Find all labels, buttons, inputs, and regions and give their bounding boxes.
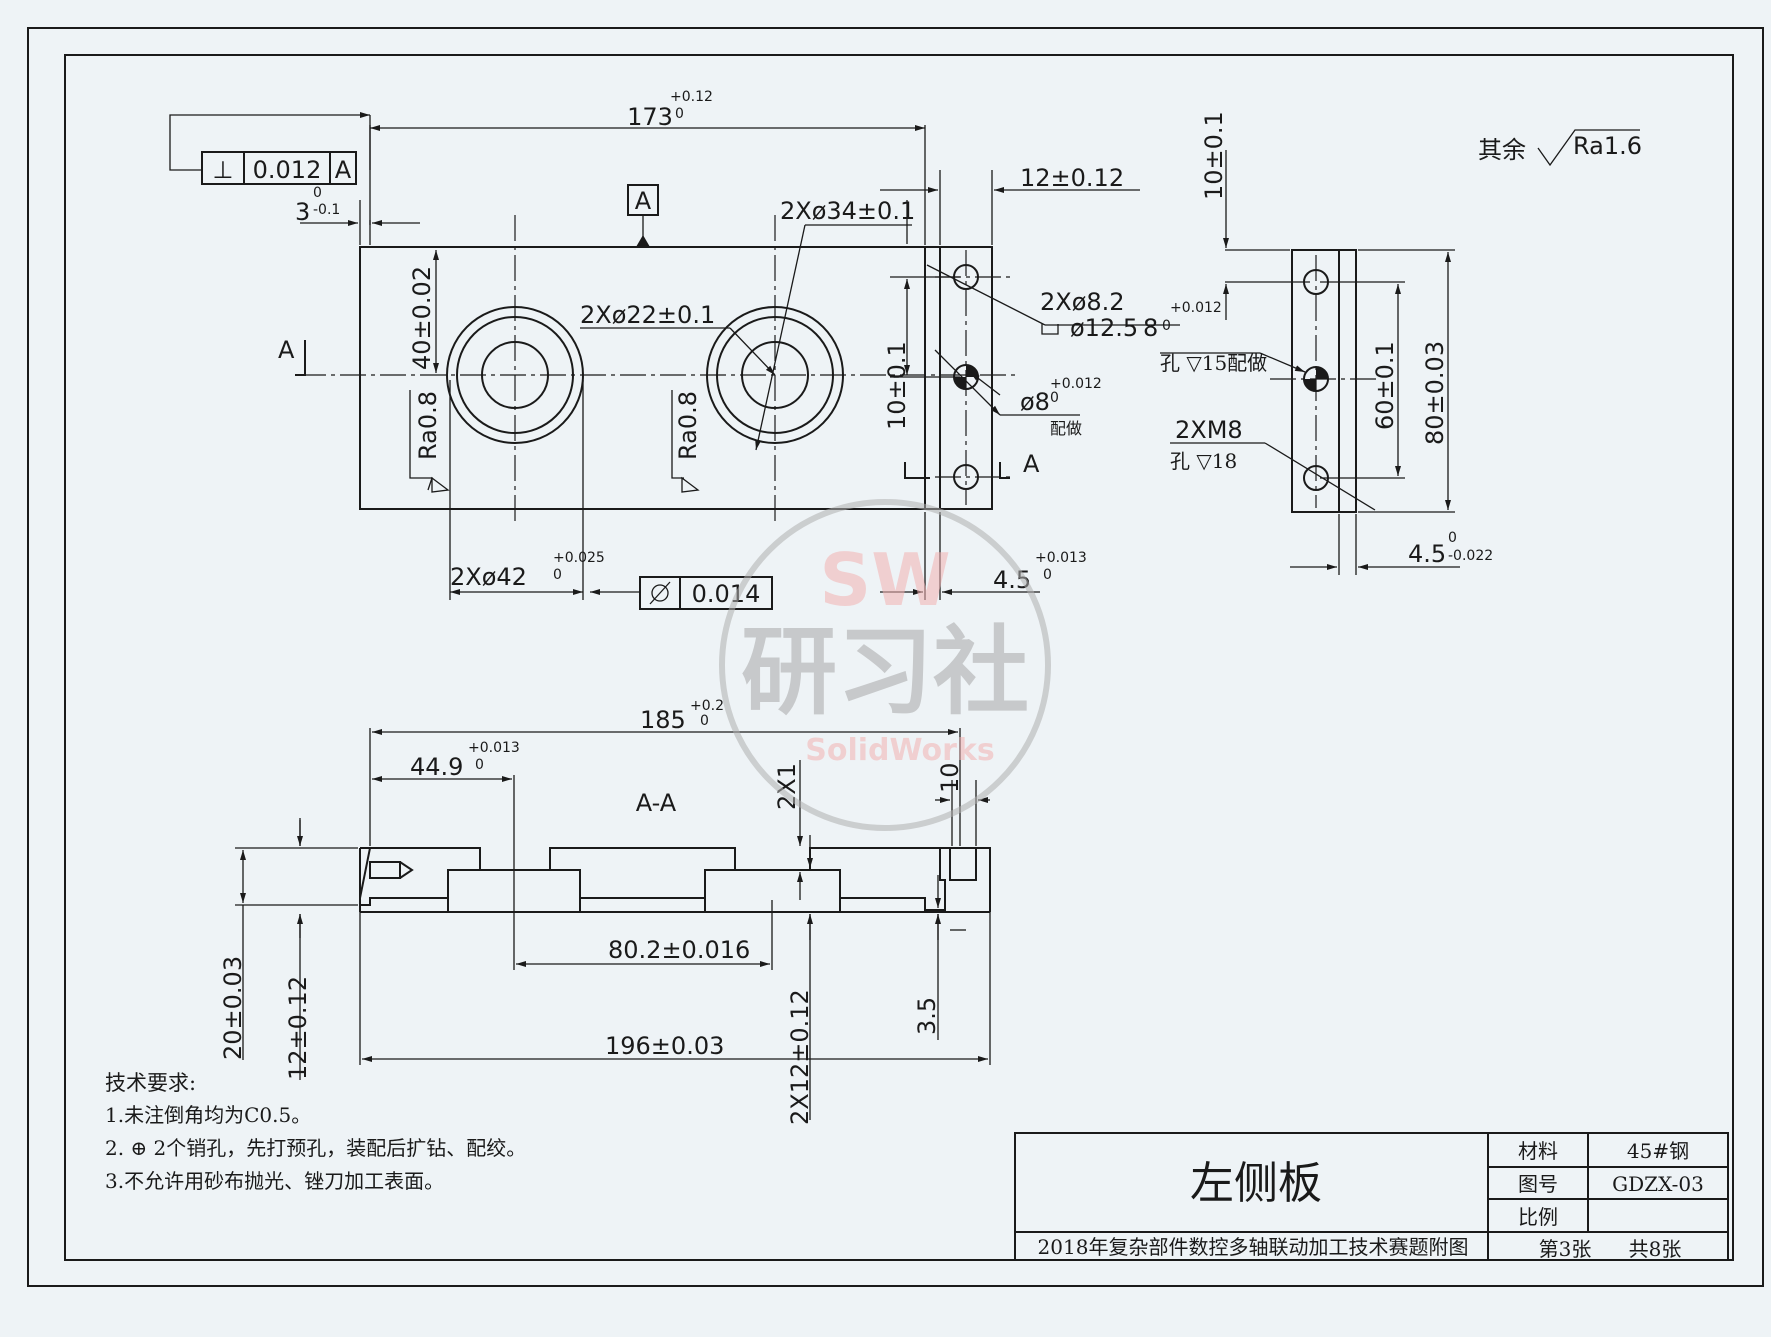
dim-counterbore: ø12.5: [1070, 314, 1138, 342]
title-block: 左侧板 2018年复杂部件数控多轴联动加工技术赛题附图 材料 45#钢 图号 G…: [1014, 1132, 1729, 1261]
material-value: 45#钢: [1627, 1139, 1689, 1163]
bore-right: [706, 306, 844, 444]
dim-pin-8: ø8: [1020, 388, 1050, 416]
section-mark-left: A: [278, 336, 295, 364]
dim-185-upper: +0.2: [690, 698, 724, 714]
dim-173: 173: [627, 103, 673, 131]
perpendicularity-datum: A: [335, 156, 352, 184]
dim-bore-42-lower: 0: [553, 567, 562, 583]
pin-note: 配做: [1050, 419, 1082, 438]
dim-3-5: 3.5: [913, 997, 941, 1035]
drawing-subtitle: 2018年复杂部件数控多轴联动加工技术赛题附图: [1038, 1235, 1469, 1259]
top-view-flange: [939, 246, 993, 510]
dim-side-80: 80±0.03: [1421, 341, 1449, 445]
dim-44-9: 44.9: [410, 753, 463, 781]
total-sheets: 共8张: [1629, 1237, 1682, 1261]
dim-80-2: 80.2±0.016: [608, 936, 750, 964]
dim-pin-8-lower: 0: [1050, 390, 1059, 406]
side-view-outline: [1291, 249, 1357, 513]
dim-side-4-5-upper: 0: [1448, 530, 1457, 546]
dim-12-section: 12±0.12: [284, 976, 312, 1080]
cylindricity-frame: [639, 576, 773, 610]
dim-20: 20±0.03: [219, 956, 247, 1060]
dim-side-4-5: 4.5: [1408, 540, 1446, 568]
requirement-item: 2. ⊕ 2个销孔，先打预孔，装配后扩钻、配绞。: [105, 1136, 526, 1160]
roughness-mid: Ra0.8: [674, 391, 702, 460]
perpendicularity-value: 0.012: [253, 156, 322, 184]
bore-left: [446, 306, 584, 444]
watermark-sw: SW: [819, 538, 950, 622]
section-mark-right: A: [1023, 450, 1040, 478]
dim-10: 10±0.1: [883, 341, 911, 430]
perpendicularity-symbol: ⊥: [213, 156, 234, 184]
dim-pin-8-upper: +0.012: [1050, 376, 1102, 392]
section-body: [359, 847, 946, 911]
dim-hole-18: 孔 ▽18: [1170, 449, 1237, 473]
dim-173-lower: 0: [675, 106, 684, 122]
dim-counterbore-depth: 8: [1143, 314, 1158, 342]
dim-side-60: 60±0.1: [1371, 341, 1399, 430]
section-title: A-A: [636, 789, 677, 817]
requirement-item: 3.不允许用砂布抛光、锉刀加工表面。: [105, 1169, 444, 1193]
dim-hole-82: 2Xø8.2: [1040, 288, 1125, 316]
cylindricity-value: 0.014: [692, 580, 761, 608]
dim-185: 185: [640, 706, 686, 734]
drawing-no-value: GDZX-03: [1612, 1172, 1704, 1196]
watermark-brand: SolidWorks: [805, 733, 995, 768]
dim-4-5-upper: +0.013: [1035, 550, 1087, 566]
dim-44-9-upper: +0.013: [468, 740, 520, 756]
outer-border: [27, 27, 1764, 1287]
dim-bore-22: 2Xø22±0.1: [580, 301, 715, 329]
dim-4-5-lower: 0: [1043, 567, 1052, 583]
dim-counterbore-upper: +0.012: [1170, 300, 1222, 316]
requirements-heading: 技术要求:: [105, 1071, 196, 1095]
part-name: 左侧板: [1190, 1158, 1322, 1209]
dim-section-10: 10: [936, 762, 964, 793]
dim-44-9-lower: 0: [475, 757, 484, 773]
dim-bore-34: 2Xø34±0.1: [780, 197, 915, 225]
dim-3: 3: [295, 198, 310, 226]
surface-note-value: Ra1.6: [1573, 132, 1642, 160]
section-view: A-A 185 +0.2 0 44.9 +0.013 0 2X1: [219, 698, 991, 1125]
technical-requirements: 技术要求: 1.未注倒角均为C0.5。 2. ⊕ 2个销孔，先打预孔，装配后扩钻…: [105, 1071, 526, 1193]
dim-12: 12±0.12: [1020, 164, 1124, 192]
material-label: 材料: [1518, 1139, 1558, 1163]
perpendicularity-frame: [201, 151, 357, 185]
top-view: A ⊥ 0.012 A 173 +0.12 0 3 0 -0.1 A A: [169, 89, 1222, 610]
drawing-no-label: 图号: [1518, 1172, 1558, 1196]
roughness-left: Ra0.8: [414, 391, 442, 460]
dim-173-upper: +0.12: [670, 89, 713, 105]
dim-3-upper: 0: [313, 185, 322, 201]
datum-label: A: [635, 187, 652, 215]
watermark: SW 研习社 SolidWorks: [719, 499, 1051, 831]
inner-border: [64, 54, 1734, 1261]
dim-side-10: 10±0.1: [1200, 111, 1228, 200]
surface-note: 其余 Ra1.6: [1478, 129, 1642, 167]
dim-bore-42: 2Xø42: [450, 563, 527, 591]
dim-196: 196±0.03: [605, 1032, 724, 1060]
surface-note-prefix: 其余: [1478, 136, 1526, 164]
dim-hole-15: 孔 ▽15配做: [1160, 351, 1267, 375]
dim-counterbore-lower: 0: [1162, 318, 1171, 334]
scale-label: 比例: [1518, 1205, 1558, 1229]
dim-thread: 2XM8: [1175, 416, 1243, 444]
dim-3-lower: -0.1: [313, 202, 340, 218]
sheet-number: 第3张: [1539, 1237, 1592, 1261]
dim-2x12: 2X12±0.12: [786, 989, 814, 1125]
dim-185-lower: 0: [700, 713, 709, 729]
requirement-item: 1.未注倒角均为C0.5。: [105, 1103, 311, 1127]
watermark-cn: 研习社: [741, 615, 1029, 728]
side-view: 10±0.1 孔 ▽15配做 2XM8 孔 ▽18 60±0.1 80±0.03…: [1160, 111, 1493, 575]
dim-bore-42-upper: +0.025: [553, 550, 605, 566]
dim-side-4-5-lower: -0.022: [1448, 548, 1493, 564]
dim-40: 40±0.02: [408, 266, 436, 370]
